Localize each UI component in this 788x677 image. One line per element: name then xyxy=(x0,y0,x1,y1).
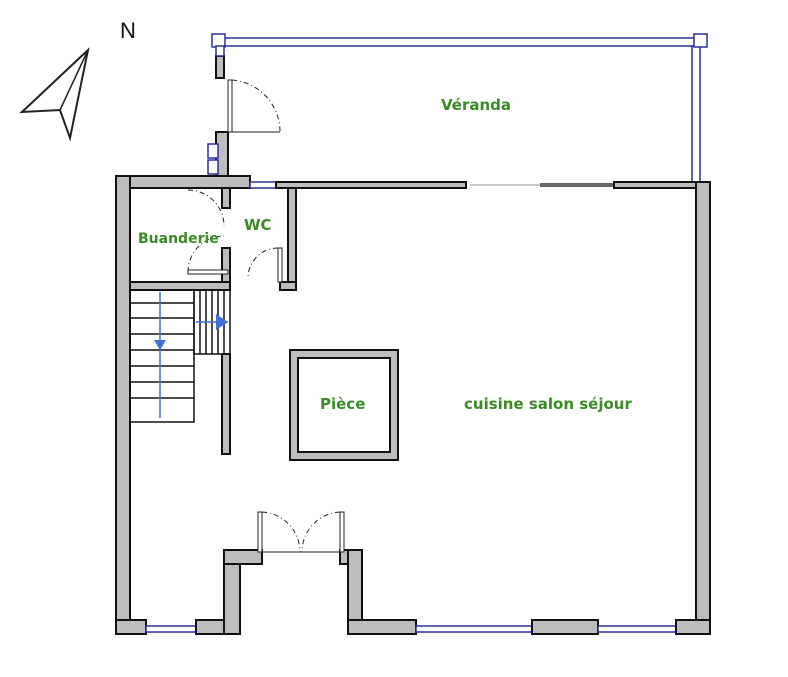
north-arrow-icon xyxy=(19,47,90,142)
buanderie-door xyxy=(187,189,229,275)
staircase xyxy=(129,289,231,423)
room-label-buanderie: Buanderie xyxy=(138,231,219,247)
piece-room xyxy=(289,349,399,461)
stair-left-arrow-icon xyxy=(216,314,228,330)
stair-down-arrow-icon xyxy=(154,340,166,350)
interior-walls xyxy=(129,187,297,455)
north-label: N xyxy=(120,18,136,43)
exterior-walls xyxy=(115,175,711,635)
north-compass: N xyxy=(19,18,136,142)
wc-door xyxy=(247,247,283,283)
room-label-piece: Pièce xyxy=(320,395,365,413)
veranda-frame xyxy=(207,33,708,185)
room-label-veranda: Véranda xyxy=(441,96,511,114)
room-label-main: cuisine salon séjour xyxy=(464,395,632,413)
entrance-door xyxy=(257,511,345,553)
room-label-wc: WC xyxy=(244,216,272,234)
